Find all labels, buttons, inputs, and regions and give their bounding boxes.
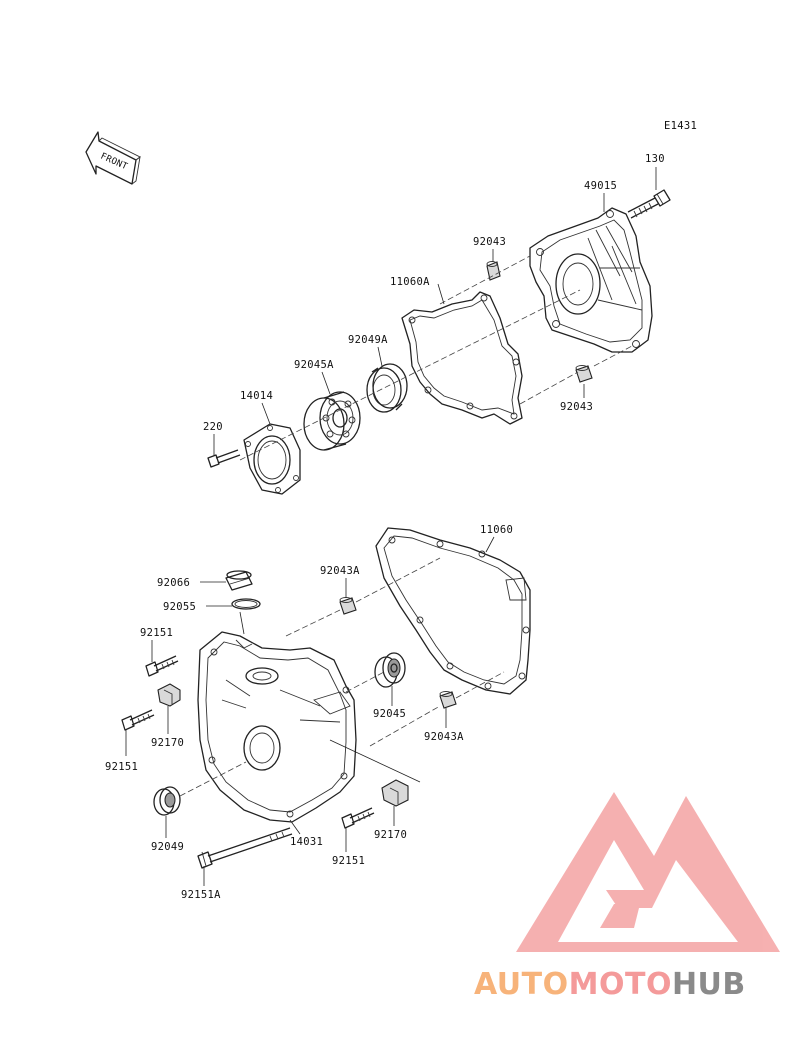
label-92170-right: 92170	[374, 829, 407, 841]
dowel-pin-92043-top	[486, 261, 501, 281]
bearing-92045	[374, 652, 406, 688]
plate-14014	[243, 423, 301, 495]
bolt-92151-c-icon	[341, 807, 375, 829]
watermark-moto: MOTO	[569, 967, 672, 1002]
clamp-92170-right	[381, 779, 409, 807]
dowel-pin-92043-mid	[575, 365, 593, 383]
label-92049: 92049	[151, 841, 184, 853]
label-92170-left: 92170	[151, 737, 184, 749]
label-92151-c: 92151	[332, 855, 365, 867]
oil-seal-92049	[153, 786, 181, 816]
label-14014: 14014	[240, 390, 273, 402]
label-92066: 92066	[157, 577, 190, 589]
screw-220-icon	[207, 449, 241, 468]
gasket-11060	[375, 527, 531, 695]
label-11060a: 11060A	[390, 276, 430, 288]
cover-49015	[529, 207, 653, 353]
label-220: 220	[203, 421, 223, 433]
cap-92066	[225, 570, 253, 591]
bearing-92045a	[303, 391, 361, 451]
label-92043a-bot: 92043A	[424, 731, 464, 743]
label-92151-a: 92151	[140, 627, 173, 639]
cover-14031	[197, 631, 357, 823]
o-ring-92055	[231, 598, 261, 610]
clamp-92170-left	[157, 683, 181, 707]
label-92043-top: 92043	[473, 236, 506, 248]
diagram-code: E1431	[664, 120, 697, 132]
svg-text:AUTOMOTOHUB: AUTOMOTOHUB	[474, 967, 746, 1002]
bolt-92151a-icon	[197, 827, 293, 869]
dowel-pin-92043a-bot	[439, 691, 457, 709]
bolt-92151-b-icon	[121, 709, 155, 731]
label-92151-b: 92151	[105, 761, 138, 773]
front-arrow-icon: FRONT	[85, 131, 141, 185]
label-92151a: 92151A	[181, 889, 221, 901]
bolt-92151-a-icon	[145, 655, 179, 677]
label-14031: 14031	[290, 836, 323, 848]
label-92049a: 92049A	[348, 334, 388, 346]
label-92045: 92045	[373, 708, 406, 720]
label-130: 130	[645, 153, 665, 165]
label-92043a-top: 92043A	[320, 565, 360, 577]
label-49015: 49015	[584, 180, 617, 192]
label-11060: 11060	[480, 524, 513, 536]
watermark-auto: AUTO	[474, 967, 569, 1002]
label-92043-mid: 92043	[560, 401, 593, 413]
automotohub-logo	[516, 792, 780, 952]
bolt-130-icon	[627, 189, 671, 219]
label-92045a: 92045A	[294, 359, 334, 371]
label-92055: 92055	[163, 601, 196, 613]
watermark-hub: HUB	[672, 967, 746, 1002]
oil-seal-92049a	[366, 363, 408, 413]
dowel-pin-92043a-top	[339, 597, 357, 615]
gasket-11060a	[401, 291, 523, 425]
